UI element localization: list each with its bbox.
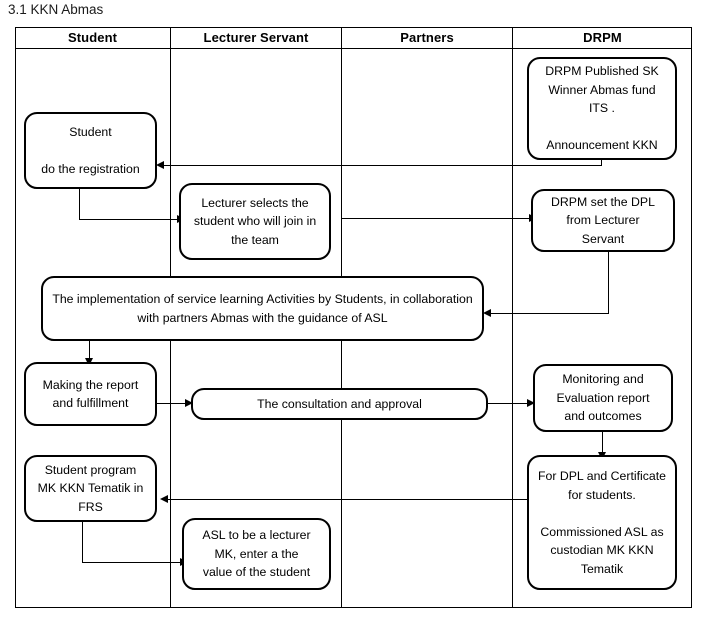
node-dpl-certificate[interactable]: For DPL and Certificate for students. Co…: [527, 455, 677, 590]
node-asl-lecturer-mk[interactable]: ASL to be a lecturer MK, enter a the val…: [182, 518, 331, 590]
arrowhead-into-monitoring: [527, 399, 535, 407]
connector-consultation-to-monitoring: [487, 403, 532, 405]
lane-header-student: Student: [67, 30, 118, 45]
node-monitoring-evaluation[interactable]: Monitoring and Evaluation report and out…: [533, 364, 673, 432]
node-student-program-frs[interactable]: Student program MK KKN Tematik in FRS: [24, 455, 157, 522]
connector-student-to-lecturer: [79, 219, 179, 221]
arrowhead-into-student-program: [160, 495, 168, 503]
lane-header-drpm: DRPM: [512, 27, 692, 48]
node-drpm-published-sk[interactable]: DRPM Published SK Winner Abmas fund ITS …: [527, 57, 677, 160]
swimlane-header-row: Student Lecturer Servant Partners DRPM: [15, 27, 692, 49]
arrowhead-into-implementation: [483, 309, 491, 317]
lane-divider-3: [512, 49, 513, 608]
lane-header-partners: Partners: [341, 27, 512, 48]
connector-monitoring-down: [602, 431, 604, 455]
connector-student-registration-down: [79, 188, 81, 220]
node-making-report[interactable]: Making the report and fulfillment: [24, 362, 157, 426]
node-implementation-service-learning[interactable]: The implementation of service learning A…: [41, 276, 484, 341]
connector-lecturer-to-drpm-dpl: [341, 218, 531, 220]
connector-report-to-consultation: [156, 403, 192, 405]
node-drpm-set-dpl[interactable]: DRPM set the DPL from Lecturer Servant: [531, 189, 675, 252]
connector-implementation-down: [89, 341, 91, 361]
arrowhead-into-student-registration: [156, 161, 164, 169]
connector-student-program-down: [82, 521, 84, 563]
page-title: 3.1 KKN Abmas: [8, 2, 104, 17]
connector-student-program-to-asl: [82, 562, 182, 564]
lane-header-lecturer-servant: Lecturer Servant: [170, 27, 341, 48]
node-lecturer-selects-student[interactable]: Lecturer selects the student who will jo…: [179, 183, 331, 260]
connector-dpl-to-student-program: [166, 499, 536, 501]
connector-drpm-publish-down: [601, 159, 603, 166]
connector-drpm-publish-to-student: [161, 165, 602, 167]
connector-drpm-dpl-to-implementation: [489, 313, 609, 315]
node-student-registration[interactable]: Student do the registration: [24, 112, 157, 189]
node-consultation-approval[interactable]: The consultation and approval: [191, 388, 488, 420]
arrowhead-into-consultation: [185, 399, 193, 407]
connector-drpm-dpl-down: [608, 251, 610, 314]
